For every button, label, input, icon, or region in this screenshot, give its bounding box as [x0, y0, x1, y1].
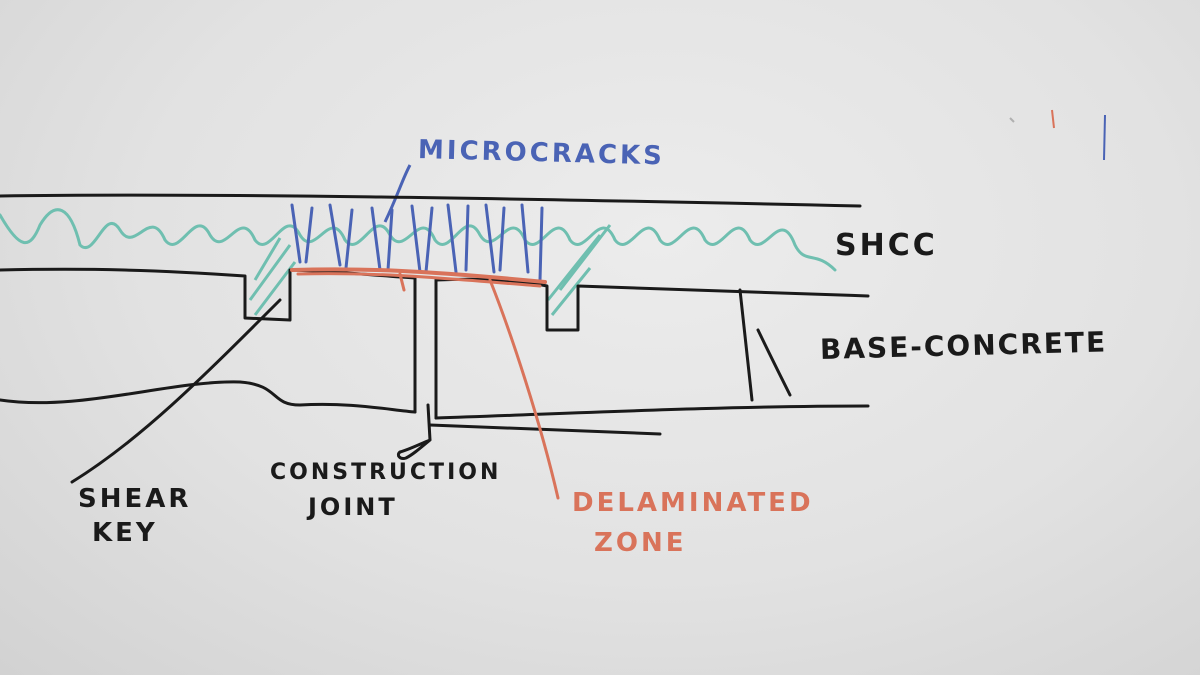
crack-line-2 [756, 328, 792, 397]
microcracks-label: MICROCRACKS [417, 135, 666, 172]
joint-bottom-line [428, 423, 662, 436]
delaminated-zone-label-line2: ZONE [594, 528, 687, 558]
board-smudges [1009, 109, 1106, 161]
delaminated-zone-leader-line [488, 278, 560, 500]
shcc-top-line [0, 193, 862, 208]
shear-key-label-line1: SHEAR [78, 484, 192, 514]
delaminated-zone-label: DELAMINATED ZONE [572, 483, 814, 563]
shear-key-label: SHEAR KEY [78, 482, 191, 550]
shcc-label: SHCC [835, 228, 938, 263]
delaminated-zone-markings [290, 267, 560, 500]
right-interface-line [434, 277, 870, 332]
joint-pointer [396, 403, 432, 460]
structure-outline [0, 193, 870, 484]
delaminated-zone-label-line1: DELAMINATED [572, 488, 814, 518]
shear-key-leader-line [70, 298, 282, 484]
shcc-fiber-shear-key-left [248, 237, 297, 316]
shcc-fiber-shear-key-right [546, 224, 612, 316]
shear-key-label-line2: KEY [92, 518, 158, 548]
construction-joint-label-line1: CONSTRUCTION [270, 460, 502, 485]
shcc-bottom-line [0, 267, 417, 322]
construction-joint-label-line2: JOINT [308, 493, 398, 521]
base-concrete-bottom-left [0, 380, 417, 414]
crack-line-1 [738, 288, 754, 402]
base-concrete-bottom-right [434, 404, 870, 420]
microcracks-leader-line [383, 164, 412, 223]
construction-joint-label: CONSTRUCTION JOINT [270, 456, 501, 524]
microcrack-lines [290, 203, 544, 282]
